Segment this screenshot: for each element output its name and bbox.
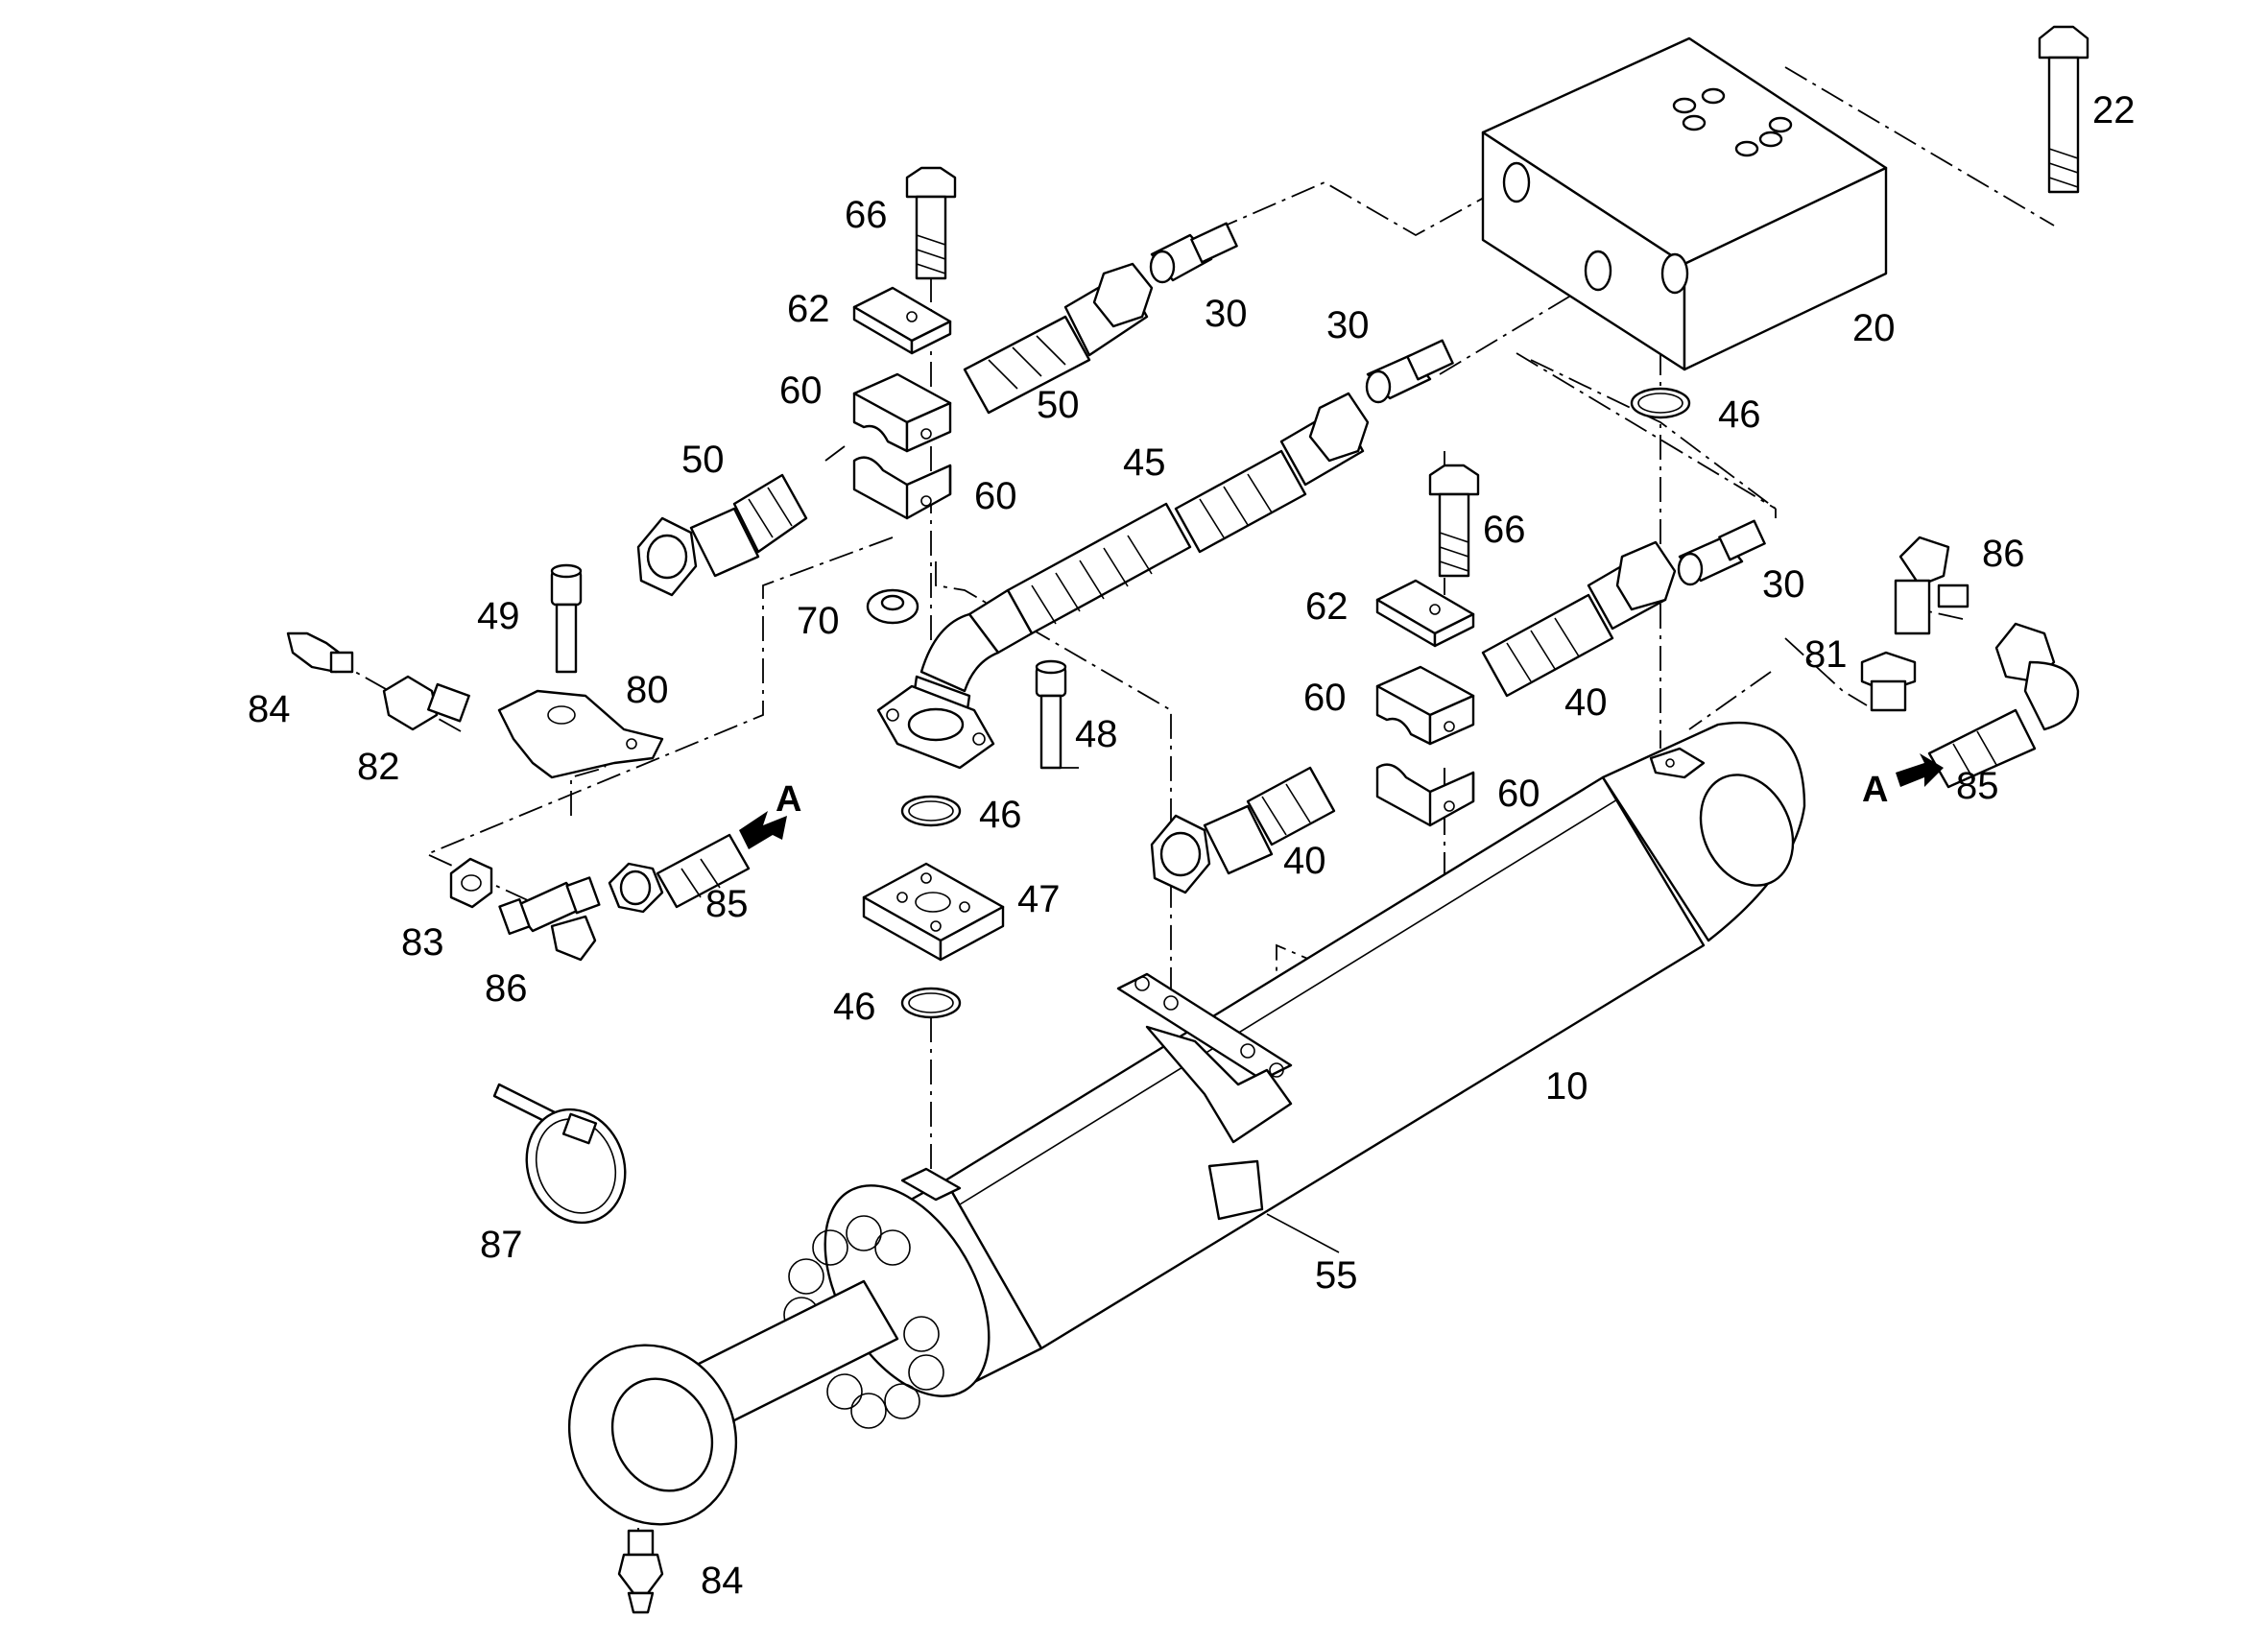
hose-50-lower[interactable]: [636, 473, 808, 597]
label-30-top: 30: [1205, 293, 1248, 335]
fitting-82[interactable]: [382, 675, 470, 731]
hose-40-lower[interactable]: [1150, 766, 1336, 894]
label-81: 81: [1804, 633, 1848, 676]
label-46-middle: 46: [979, 794, 1022, 836]
elbow-86-left[interactable]: [498, 876, 601, 962]
clamp-60-left-bottom[interactable]: [852, 456, 952, 520]
label-62-right: 62: [1305, 585, 1349, 628]
label-85-right: 85: [1956, 765, 1999, 807]
o-ring-46-lower[interactable]: [900, 987, 962, 1019]
screw-48[interactable]: [1035, 659, 1067, 770]
hose-85-left[interactable]: [608, 833, 751, 914]
label-arrow-a-left: A: [776, 779, 801, 820]
label-86-left: 86: [485, 967, 528, 1010]
label-arrow-a-right: A: [1862, 770, 1888, 810]
label-45: 45: [1123, 441, 1166, 484]
label-60-right-bottom: 60: [1497, 773, 1540, 815]
label-55: 55: [1315, 1254, 1358, 1297]
label-30-right: 30: [1762, 563, 1805, 606]
fitting-30-middle[interactable]: [1365, 339, 1454, 404]
cylinder-clamp-55[interactable]: [1116, 972, 1293, 1221]
hose-40-upper[interactable]: [1481, 540, 1677, 698]
label-85-left: 85: [705, 883, 749, 925]
label-47: 47: [1017, 878, 1061, 920]
hose-85-right[interactable]: [1927, 622, 2080, 789]
label-40-upper: 40: [1564, 681, 1608, 724]
label-60-left-top: 60: [779, 369, 823, 412]
fitting-30-top[interactable]: [1149, 222, 1238, 284]
label-20: 20: [1852, 307, 1896, 349]
label-48: 48: [1075, 713, 1118, 755]
label-50-lower: 50: [681, 439, 725, 481]
label-83: 83: [401, 921, 444, 964]
fitting-30-right[interactable]: [1677, 519, 1766, 586]
nut-83[interactable]: [449, 857, 493, 909]
washer-70[interactable]: [866, 588, 919, 625]
bolt-22[interactable]: [2038, 25, 2089, 194]
label-22: 22: [2092, 89, 2136, 131]
arrow-a-right: [1896, 753, 1944, 787]
label-84-left: 84: [248, 688, 291, 730]
screw-49[interactable]: [550, 563, 583, 674]
label-49: 49: [477, 595, 520, 637]
flange[interactable]: [876, 684, 995, 770]
hose-45[interactable]: [910, 392, 1370, 731]
label-66-left: 66: [845, 194, 888, 236]
label-30-middle: 30: [1326, 304, 1370, 346]
arrow-a-left: [739, 811, 787, 849]
grease-nipple-84-left[interactable]: [286, 631, 354, 674]
label-60-left-bottom: 60: [974, 475, 1017, 517]
label-60-right-top: 60: [1303, 677, 1347, 719]
label-84-bottom: 84: [701, 1560, 744, 1602]
valve-block-20[interactable]: [1481, 36, 1888, 371]
o-ring-46-upper[interactable]: [1630, 387, 1691, 419]
grease-nipple-84-bottom[interactable]: [617, 1529, 664, 1614]
o-ring-46-middle[interactable]: [900, 795, 962, 827]
label-62-left: 62: [787, 288, 830, 330]
label-66-right: 66: [1483, 509, 1526, 551]
plate-62-right[interactable]: [1375, 579, 1475, 648]
leader-55: [1266, 1213, 1340, 1253]
clamp-60-right-top[interactable]: [1375, 665, 1475, 746]
bolt-66-left[interactable]: [905, 166, 957, 280]
label-40-lower: 40: [1283, 840, 1326, 882]
adapter-plate-47[interactable]: [862, 862, 1005, 962]
label-87: 87: [480, 1224, 523, 1266]
label-46-lower: 46: [833, 986, 876, 1028]
plate-62-left[interactable]: [852, 286, 952, 355]
bracket-80[interactable]: [497, 689, 664, 779]
label-10: 10: [1545, 1065, 1588, 1108]
clamp-60-right-bottom[interactable]: [1375, 763, 1475, 827]
label-50-upper: 50: [1037, 384, 1080, 426]
clamp-60-left-top[interactable]: [852, 372, 952, 453]
cable-tie-87[interactable]: [492, 1083, 641, 1236]
hydraulic-cylinder-10[interactable]: [540, 721, 1810, 1552]
label-82: 82: [357, 746, 400, 788]
part-labels: 10 20 22 30 30 30 40 40 45 46 46 46 47 4…: [248, 89, 2136, 1602]
label-80: 80: [626, 669, 669, 711]
label-70: 70: [797, 600, 840, 642]
bolt-66-right[interactable]: [1428, 464, 1480, 578]
plug-81[interactable]: [1860, 651, 1917, 712]
label-86-right: 86: [1982, 533, 2025, 575]
elbow-86-right[interactable]: [1894, 536, 1970, 635]
label-46-upper: 46: [1718, 393, 1761, 436]
hose-50-upper[interactable]: [963, 262, 1154, 415]
